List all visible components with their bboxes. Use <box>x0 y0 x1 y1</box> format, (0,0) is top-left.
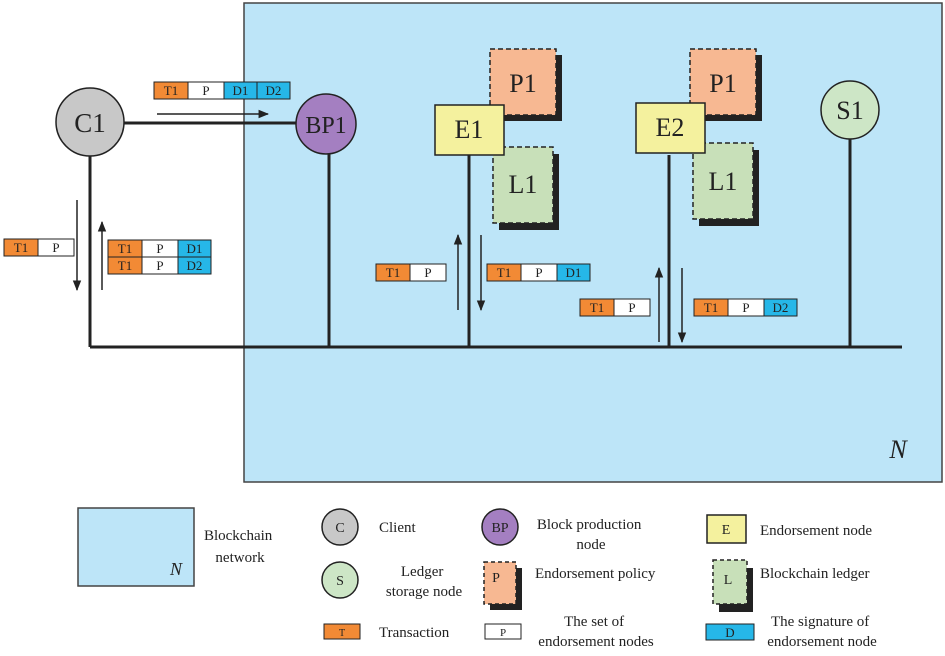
message-e1-response: T1 P D1 <box>486 263 591 282</box>
message-client-down: T1 P <box>3 238 75 257</box>
packet-cell-label: P <box>742 300 749 315</box>
legend-ledger-symbol: L <box>724 573 733 588</box>
packet-cell-label: D1 <box>233 83 249 98</box>
network-label: N <box>888 435 908 464</box>
packet-cell <box>37 238 75 257</box>
legend-signature-symbol: D <box>725 625 734 640</box>
packet-cell-label: T1 <box>386 265 400 280</box>
legend-endorse-swatch <box>706 514 747 544</box>
packet-cell-label: T1 <box>164 83 178 98</box>
legend-signature-label: The signature of endorsement node <box>767 614 877 650</box>
legend-client-swatch <box>321 508 359 546</box>
legend-bp-swatch <box>481 508 519 546</box>
legend-network-symbol: N <box>169 559 183 579</box>
packet-cell <box>256 81 291 100</box>
bp-node <box>295 93 357 155</box>
legend-transaction-swatch <box>323 623 361 640</box>
legend-transaction-symbol: T <box>339 628 345 639</box>
packet-cell <box>409 263 447 282</box>
client-node-label: C1 <box>74 108 106 138</box>
packet-cell-label: P <box>156 258 163 273</box>
message-e2-request: T1 P <box>579 298 651 317</box>
legend-storage-label: Ledger storage node <box>386 564 463 600</box>
legend-endorse-label: Endorsement node <box>760 523 872 539</box>
legend-ledger-swatch <box>712 559 748 605</box>
legend-endorse-set-label: The set of endorsement nodes <box>538 614 654 650</box>
packet-cell-label: P <box>52 240 59 255</box>
legend-client-symbol: C <box>335 521 344 536</box>
packet-cell <box>763 298 798 317</box>
packet-cell-label: D2 <box>187 258 203 273</box>
packet-cell-label: P <box>628 300 635 315</box>
legend-storage-symbol: S <box>336 574 344 589</box>
message-e1-request: T1 P <box>375 263 447 282</box>
packet-cell <box>613 298 651 317</box>
legend-signature-swatch <box>705 623 755 641</box>
storage-node <box>820 80 880 140</box>
ledger-2: L1 <box>692 142 759 226</box>
storage-node-label: S1 <box>836 96 863 125</box>
legend-network-swatch <box>77 507 195 587</box>
legend-policy-swatch <box>483 561 517 605</box>
endorser-1-label: E1 <box>455 115 484 144</box>
message-client-up-1: T1 P D1 <box>107 239 212 258</box>
packet-cell-label: P <box>202 83 209 98</box>
bp-node-label: BP1 <box>305 113 346 139</box>
packet-cell-label: T1 <box>14 240 28 255</box>
policy-2-label: P1 <box>709 69 736 98</box>
packet-cell <box>556 263 591 282</box>
endorser-2: E2 <box>635 102 706 154</box>
packet-cell-label: T1 <box>590 300 604 315</box>
ledger-1-label: L1 <box>509 170 538 199</box>
packet-cell-label: D2 <box>773 300 789 315</box>
message-client-up-2: T1 P D2 <box>107 256 212 275</box>
legend-storage-swatch <box>321 561 359 599</box>
packet-cell-label: T1 <box>118 241 132 256</box>
legend-ledger-label: Blockchain ledger <box>760 566 870 582</box>
packet-cell-label: P <box>156 241 163 256</box>
endorser-1: E1 <box>434 104 505 156</box>
legend-endorse-set-symbol: P <box>500 627 506 639</box>
packet-cell-label: T1 <box>118 258 132 273</box>
legend-transaction-label: Transaction <box>379 625 450 641</box>
legend-bp-symbol: BP <box>491 521 508 536</box>
endorser-2-label: E2 <box>656 113 685 142</box>
packet-cell <box>177 256 212 275</box>
ledger-1: L1 <box>492 146 559 230</box>
legend-endorse-set-swatch <box>484 623 522 640</box>
ledger-2-label: L1 <box>709 167 738 196</box>
packet-cell-label: T1 <box>704 300 718 315</box>
message-client-to-bp: T1 P D1 D2 <box>153 81 291 100</box>
policy-1: P1 <box>489 48 562 121</box>
legend: N Blockchain network C Client BP Block p… <box>77 507 877 650</box>
legend-endorse-symbol: E <box>722 523 731 538</box>
network-area <box>243 2 943 483</box>
packet-cell-label: P <box>535 265 542 280</box>
legend-policy-label: Endorsement policy <box>535 566 656 582</box>
packet-cell-label: P <box>424 265 431 280</box>
packet-cell-label: D1 <box>566 265 582 280</box>
packet-cell-label: D2 <box>266 83 282 98</box>
legend-client-label: Client <box>379 520 416 536</box>
legend-policy-symbol: P <box>492 571 500 586</box>
legend-network-label: Blockchain network <box>204 528 276 566</box>
packet-cell-label: T1 <box>497 265 511 280</box>
legend-bp-label: Block production node <box>537 517 645 553</box>
packet-cell-label: D1 <box>187 241 203 256</box>
policy-1-label: P1 <box>509 69 536 98</box>
message-e2-response: T1 P D2 <box>693 298 798 317</box>
